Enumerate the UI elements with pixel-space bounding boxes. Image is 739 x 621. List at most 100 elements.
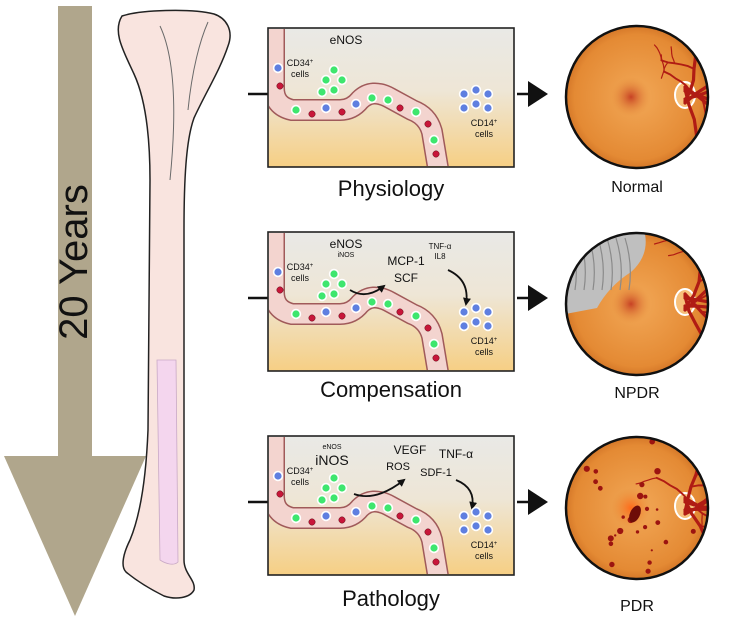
red-blood-cell — [424, 324, 432, 332]
blood-vessel — [269, 29, 449, 166]
cd14-label: CD14+ — [471, 336, 498, 346]
cd34-cell — [336, 74, 348, 86]
cd14-cell — [482, 102, 494, 114]
timeline-arrow: 20 Years — [4, 6, 146, 616]
cd34-cell — [382, 94, 394, 106]
bone-illustration — [117, 9, 231, 599]
cd34-cell — [328, 288, 340, 300]
cd34-label-cells: cells — [291, 477, 310, 487]
cd14-cell — [482, 320, 494, 332]
red-blood-cell — [338, 312, 346, 320]
timeline-label: 20 Years — [52, 184, 96, 340]
cd14-cell — [458, 320, 470, 332]
enzyme-label: iNOS — [315, 452, 348, 468]
cd14-cell — [458, 88, 470, 100]
cd34-cell — [328, 64, 340, 76]
cd34-cell — [410, 514, 422, 526]
blood-vessel — [269, 233, 449, 370]
cd34-cell — [316, 86, 328, 98]
retina-fundus-pdr — [564, 435, 710, 581]
cd34-cell — [316, 494, 328, 506]
retina-label: Normal — [611, 179, 663, 196]
red-blood-cell — [396, 104, 404, 112]
retina-label: NPDR — [614, 385, 659, 402]
cd34-cell — [366, 296, 378, 308]
cd14-cell — [470, 84, 482, 96]
factor-label: TNF-α — [439, 447, 473, 461]
factor-label: MCP-1 — [387, 254, 425, 268]
cd34-cell — [320, 482, 332, 494]
panel-caption: Physiology — [338, 176, 444, 201]
cd34-cell — [410, 310, 422, 322]
retina-fundus-npdr — [564, 231, 710, 377]
enzyme-small-label: iNOS — [338, 252, 355, 259]
cd34-cell — [320, 278, 332, 290]
cd34-label-cells: cells — [291, 273, 310, 283]
red-blood-cell — [424, 120, 432, 128]
cd14-cell — [470, 506, 482, 518]
red-blood-cell — [432, 354, 440, 362]
cd34-cell — [428, 338, 440, 350]
red-blood-cell — [396, 512, 404, 520]
cd14-label: CD14+ — [471, 118, 498, 128]
cd34-cell — [328, 84, 340, 96]
signal-arrow — [353, 478, 406, 498]
small-factor-label: IL8 — [434, 252, 446, 261]
cd14-label-cells: cells — [475, 129, 494, 139]
cd34-cell — [366, 92, 378, 104]
small-factor-label: TNF-α — [429, 242, 452, 251]
cd34-cell — [328, 268, 340, 280]
cd14-cell — [320, 102, 332, 114]
signal-arrow — [447, 269, 471, 306]
red-blood-cell — [424, 528, 432, 536]
retina-fundus-normal — [564, 24, 710, 170]
cd14-label-cells: cells — [475, 347, 494, 357]
cd14-cell — [350, 98, 362, 110]
factor-label: SCF — [394, 271, 418, 285]
cd34-label: CD34+ — [287, 262, 314, 272]
cd14-cell — [470, 316, 482, 328]
cd14-cell — [470, 302, 482, 314]
cd14-cell — [482, 510, 494, 522]
cd34-cell — [336, 482, 348, 494]
cd14-cell — [350, 302, 362, 314]
red-blood-cell — [432, 558, 440, 566]
signal-arrow — [349, 284, 386, 296]
enzyme-label: eNOS — [330, 33, 363, 47]
cd14-label: CD14+ — [471, 540, 498, 550]
cd34-cell — [428, 134, 440, 146]
cd14-cell — [272, 266, 284, 278]
cd34-cell — [336, 278, 348, 290]
signal-arrow — [455, 479, 478, 510]
blood-vessel — [269, 437, 449, 574]
result-arrow-head — [528, 81, 548, 107]
panel-pathology: CD34+cellseNOSiNOSVEGFROSTNF-αSDF-1CD14+… — [248, 435, 710, 615]
factor-label: SDF-1 — [420, 467, 452, 479]
cd14-cell — [470, 98, 482, 110]
cd14-label-cells: cells — [475, 551, 494, 561]
cd14-cell — [458, 510, 470, 522]
red-blood-cell — [338, 108, 346, 116]
cd14-cell — [272, 470, 284, 482]
red-blood-cell — [396, 308, 404, 316]
cd14-cell — [470, 520, 482, 532]
red-blood-cell — [276, 286, 284, 294]
cd34-cell — [382, 502, 394, 514]
cd34-cell — [328, 472, 340, 484]
red-blood-cell — [338, 516, 346, 524]
retina-label: PDR — [620, 598, 654, 615]
cd34-cell — [290, 512, 302, 524]
result-arrow-head — [528, 285, 548, 311]
cd14-cell — [482, 88, 494, 100]
cd34-label: CD34+ — [287, 58, 314, 68]
cd34-label: CD34+ — [287, 466, 314, 476]
result-arrow-head — [528, 489, 548, 515]
cd14-cell — [272, 62, 284, 74]
red-blood-cell — [432, 150, 440, 158]
cd14-cell — [482, 524, 494, 536]
cd34-cell — [382, 298, 394, 310]
factor-label: VEGF — [394, 443, 427, 457]
cd34-cell — [366, 500, 378, 512]
cd14-cell — [458, 102, 470, 114]
